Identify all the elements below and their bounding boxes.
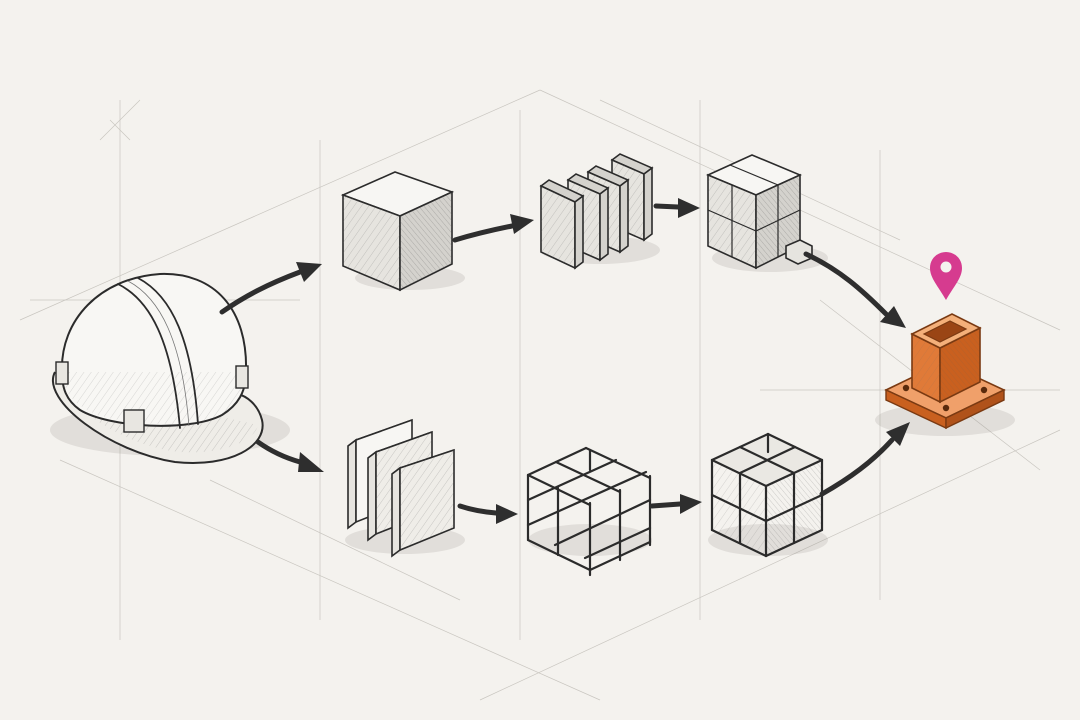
flow-arrow-cube-to-column — [819, 422, 910, 497]
solid-cube-icon — [340, 171, 465, 292]
hard-hat-icon — [50, 272, 290, 464]
column-base-plate-icon — [875, 313, 1015, 436]
four-cube-stack-icon — [705, 154, 828, 272]
flow-arrow-lattice-to-cube — [649, 494, 702, 514]
flow-arrow-panels-to-lattice — [457, 503, 518, 524]
stacked-panels-icon — [539, 153, 660, 270]
lattice-cube-icon — [708, 432, 828, 558]
standing-panels-icon — [345, 418, 465, 558]
flow-arrow-panels-to-stack — [653, 198, 700, 218]
flow-arrow-cube-to-panels — [452, 214, 534, 243]
flow-arrow-hat-to-cube — [219, 262, 322, 315]
lattice-grid-icon — [526, 446, 652, 577]
flow-arrow-stack-to-column — [803, 251, 906, 328]
location-pin-icon — [930, 252, 962, 300]
flow-arrow-hat-to-panels — [255, 439, 324, 472]
